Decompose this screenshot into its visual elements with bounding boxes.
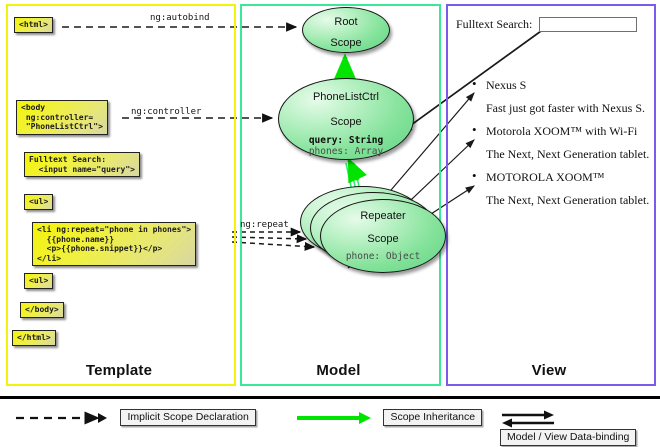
legend-item-model-view-data-binding: Model / View Data-binding — [500, 409, 660, 447]
code-box-ul-open: <ul> — [24, 194, 54, 210]
code-box-fulltext-search: Fulltext Search: <input name="query"> — [24, 152, 140, 177]
legend-label: Model / View Data-binding — [500, 429, 637, 447]
view-panel: Fulltext Search: Nexus S Fast just got f… — [452, 8, 650, 368]
column-label-view: View — [531, 362, 567, 379]
search-row: Fulltext Search: — [456, 16, 646, 32]
legend-label: Implicit Scope Declaration — [120, 409, 256, 427]
label-ng-autobind: ng:autobind — [150, 13, 210, 23]
column-template — [6, 4, 236, 386]
root-scope-title-line1: Root — [334, 16, 358, 28]
phonelistctrl-scope-node: PhoneListCtrl Scope query: String phones… — [278, 78, 414, 160]
diagram-canvas: Template Model View <html> <body ng:cont… — [0, 0, 660, 435]
label-ng-controller: ng:controller — [131, 107, 202, 117]
phonelistctrl-scope-prop-query: query: String — [308, 135, 384, 146]
repeater-scope-title-line1: Repeater — [360, 210, 406, 222]
phonelistctrl-scope-title-line2: Scope — [330, 115, 362, 128]
phone-name: MOTOROLA XOOM™ — [468, 169, 648, 184]
code-box-ul-close: <ul> — [24, 273, 54, 289]
code-box-body-close: </body> — [20, 302, 64, 318]
phone-list: Nexus S Fast just got faster with Nexus … — [468, 77, 650, 216]
fulltext-search-input[interactable] — [539, 16, 638, 32]
legend-item-implicit-scope-declaration: Implicit Scope Declaration — [14, 409, 256, 427]
column-label-template: Template — [85, 362, 153, 379]
phone-snippet: The Next, Next Generation tablet. — [486, 147, 650, 161]
search-label: Fulltext Search: — [456, 16, 533, 31]
code-box-li-repeat: <li ng:repeat="phone in phones"> {{phone… — [32, 222, 197, 266]
column-view — [446, 4, 656, 386]
repeater-scope-prop-phone: phone: Object — [345, 251, 421, 262]
phonelistctrl-scope-prop-phones: phones: Array — [308, 146, 384, 157]
column-label-model: Model — [316, 362, 361, 379]
code-box-html-close: </html> — [12, 330, 56, 346]
root-scope-title-line2: Scope — [330, 36, 362, 49]
legend-label: Scope Inheritance — [383, 409, 483, 427]
code-box-body-tag: <body ng:controller= "PhoneListCtrl"> — [16, 100, 108, 135]
double-arrow-icon — [502, 410, 554, 428]
list-item[interactable]: Motorola XOOM™ with Wi-Fi The Next, Next… — [468, 123, 650, 161]
list-item[interactable]: Nexus S Fast just got faster with Nexus … — [468, 77, 648, 115]
phonelistctrl-scope-title-line1: PhoneListCtrl — [312, 91, 380, 103]
dashed-arrow-icon — [16, 411, 107, 425]
label-ng-repeat: ng:repeat — [240, 220, 289, 230]
green-arrow-icon — [297, 411, 371, 424]
phone-snippet: Fast just got faster with Nexus S. — [486, 101, 645, 115]
legend-item-scope-inheritance: Scope Inheritance — [295, 409, 483, 427]
repeater-scope-node: Repeater Scope phone: Object — [320, 199, 446, 273]
code-box-html-open: <html> — [14, 17, 53, 33]
list-item[interactable]: MOTOROLA XOOM™ The Next, Next Generation… — [468, 169, 650, 207]
root-scope-node: Root Scope — [302, 7, 390, 53]
column-model — [240, 4, 441, 386]
phone-name: Nexus S — [468, 77, 648, 92]
phone-snippet: The Next, Next Generation tablet. — [486, 193, 650, 207]
repeater-scope-title-line2: Scope — [367, 232, 399, 245]
phone-name: Motorola XOOM™ with Wi-Fi — [468, 123, 648, 138]
legend-separator — [0, 396, 660, 399]
